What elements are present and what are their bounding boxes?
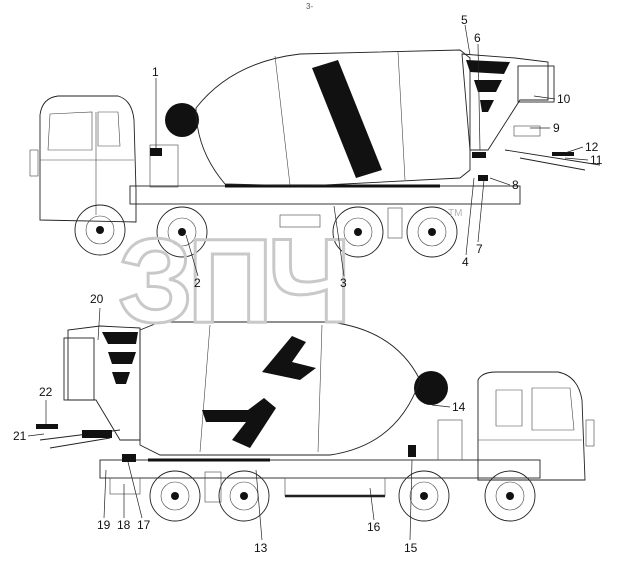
callout-10: 10 xyxy=(557,92,571,106)
lower-decal-15 xyxy=(408,445,416,457)
upper-hopper xyxy=(461,53,549,151)
upper-chassis xyxy=(129,185,521,205)
page-marker: 3- xyxy=(306,2,313,11)
upper-drum-seam-2 xyxy=(397,51,406,181)
callout-19: 19 xyxy=(97,518,111,532)
upper-chute-arm xyxy=(504,149,601,171)
lower-pump-box xyxy=(437,419,463,461)
lower-wheel-4 xyxy=(484,470,536,522)
callout-17: 17 xyxy=(137,518,151,532)
upper-truck xyxy=(29,49,601,258)
lower-hopper-stripe-1 xyxy=(102,332,138,344)
callout-11: 11 xyxy=(590,153,603,167)
upper-pump-box xyxy=(149,144,179,188)
callout-21: 21 xyxy=(13,429,27,443)
lower-sidebar xyxy=(284,477,386,497)
upper-drum xyxy=(195,49,471,187)
upper-rear-box xyxy=(517,65,555,103)
lower-wheel-1 xyxy=(149,470,201,522)
upper-mirror xyxy=(29,149,39,177)
leader-lines xyxy=(27,24,589,541)
upper-wheel-2 xyxy=(156,206,208,258)
upper-drum-seam-1 xyxy=(274,55,291,186)
upper-cab xyxy=(39,95,137,223)
upper-water-tank xyxy=(165,103,199,137)
callout-20: 20 xyxy=(90,292,104,306)
lower-drum-bolt-1 xyxy=(262,336,316,380)
callout-22: 22 xyxy=(39,385,53,399)
upper-wheel-4 xyxy=(406,206,458,258)
callout-16: 16 xyxy=(367,520,381,534)
lower-mirror xyxy=(585,419,595,447)
upper-decal-12 xyxy=(552,152,574,156)
upper-hopper-stripe-1 xyxy=(466,60,510,74)
lower-hopper-stripe-2 xyxy=(108,352,136,364)
callout-3: 3 xyxy=(340,276,347,290)
upper-wheel-3 xyxy=(332,206,384,258)
callout-15: 15 xyxy=(404,541,418,555)
lower-drum-seam-2 xyxy=(317,324,323,453)
upper-drum-stripe xyxy=(312,60,382,178)
callout-9: 9 xyxy=(553,121,560,135)
lower-decal-22 xyxy=(36,424,58,429)
lower-drum-seam-1 xyxy=(199,324,211,453)
callout-7: 7 xyxy=(476,242,483,256)
upper-decal-6 xyxy=(472,152,486,158)
callout-2: 2 xyxy=(194,276,201,290)
lower-drum xyxy=(139,321,421,456)
lower-drum-bolt-2 xyxy=(202,398,276,448)
lower-hopper-stripe-3 xyxy=(112,372,130,384)
callout-13: 13 xyxy=(254,541,268,555)
callout-4: 4 xyxy=(462,255,469,269)
upper-sidebar xyxy=(279,214,321,228)
lower-water-tank xyxy=(414,371,448,405)
upper-chute xyxy=(513,125,541,137)
lower-rear-box xyxy=(63,337,95,401)
upper-decal-1 xyxy=(150,148,162,156)
upper-wheel-front xyxy=(74,204,126,256)
callout-18: 18 xyxy=(117,518,131,532)
lower-decal-21 xyxy=(82,430,112,438)
lower-truck xyxy=(36,321,595,522)
upper-axle-block xyxy=(387,207,403,239)
callout-1: 1 xyxy=(152,65,159,79)
watermark-tm: TM xyxy=(448,208,462,219)
upper-hopper-stripe-3 xyxy=(480,100,494,112)
lower-chassis xyxy=(99,459,541,479)
lower-axle-block xyxy=(204,471,222,503)
callout-8: 8 xyxy=(512,178,519,192)
lower-cab-side-window xyxy=(495,389,523,427)
lower-cab-window xyxy=(531,387,575,431)
lower-wheel-3 xyxy=(398,470,450,522)
callout-6: 6 xyxy=(474,31,481,45)
lower-cab xyxy=(477,371,586,481)
callout-5: 5 xyxy=(461,13,468,27)
upper-hopper-stripe-2 xyxy=(474,80,502,92)
callout-numbers: 1 2 3 4 5 6 7 8 9 10 11 12 13 14 15 16 1… xyxy=(13,13,603,555)
callout-12: 12 xyxy=(585,140,599,154)
upper-decal-8 xyxy=(478,175,488,181)
watermark-logo: ЗПЧ xyxy=(118,214,346,348)
lower-rear-bumper xyxy=(109,477,141,495)
lower-wheel-2 xyxy=(218,470,270,522)
upper-cab-window xyxy=(47,111,93,151)
callout-14: 14 xyxy=(452,400,466,414)
upper-cab-side-window xyxy=(97,111,121,147)
lower-decal-17 xyxy=(122,454,136,462)
